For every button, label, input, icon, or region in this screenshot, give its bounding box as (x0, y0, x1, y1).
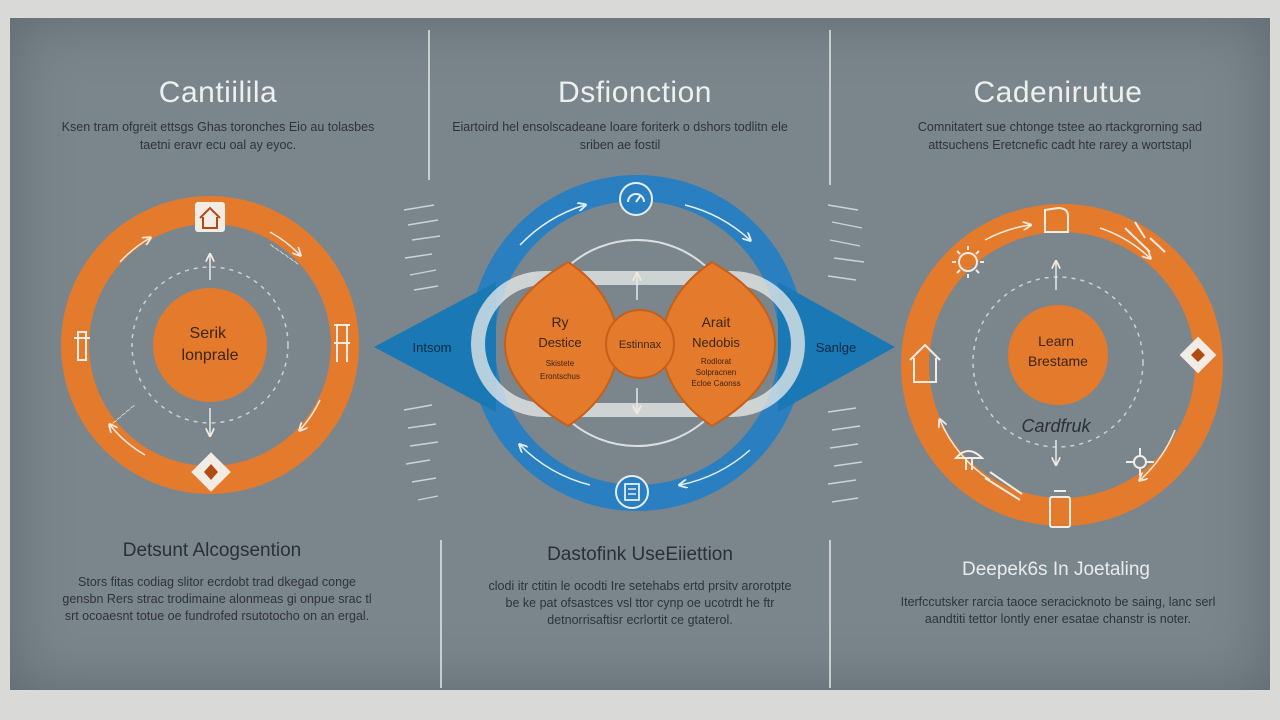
left-center-node (153, 288, 267, 402)
left-lobe (503, 260, 620, 428)
right-lobe-sub: Nedobis (692, 335, 740, 350)
right-cycle: Cardfruk (901, 204, 1223, 528)
center-diagram: Intsom Sanlge Ry Destice Skistete Eronts… (374, 175, 895, 511)
flower-icon (1126, 448, 1154, 476)
right-inner-ring (972, 276, 1144, 448)
mushroom-icon (953, 450, 985, 470)
left-title: Cantiilila (158, 76, 278, 109)
right-lobe (660, 260, 777, 428)
right-center-label: Learn Brestame (1028, 333, 1088, 369)
right-ring-arrow-3 (1140, 429, 1176, 480)
center-ring-arrow-4 (520, 445, 591, 486)
pencil-icon (984, 471, 1023, 501)
hub-label: Estinnax (619, 339, 662, 351)
right-center-label-line1: Learn (1038, 333, 1074, 349)
gauge-icon (619, 182, 653, 216)
tools-icon (1124, 221, 1166, 253)
right-lobe-small-2: Solpracnen (696, 368, 736, 377)
left-center-label: Serik lonprale (182, 325, 239, 364)
house-icon (195, 202, 225, 232)
right-wing (778, 282, 895, 412)
center-ring-arrow-2 (684, 204, 750, 240)
center-ring-arrow-3 (680, 449, 751, 485)
left-lobe-small-2: Erontschus (540, 372, 580, 381)
left-lobe-sub: Destice (538, 335, 581, 350)
right-center-node (1008, 305, 1108, 405)
house-outline-icon (909, 343, 941, 383)
right-lobe-small-3: Ecloe Caonss (691, 379, 740, 388)
right-handwriting: Cardfruk (1021, 416, 1091, 436)
left-center-label-line2: lonprale (182, 347, 239, 364)
right-center-label-line2: Brestame (1028, 353, 1088, 369)
left-lobe-title: Ry (551, 314, 568, 330)
divider-1b (440, 540, 442, 688)
left-wing (374, 282, 496, 412)
lantern-icon (74, 331, 90, 361)
left-lobe-small-1: Skistete (546, 359, 575, 368)
right-lobe-title: Arait (702, 314, 731, 330)
center-subtitle: Dastofink UseEiiettion (547, 544, 733, 565)
sketch-left-bottom (403, 404, 439, 501)
gate-icon (334, 324, 350, 362)
center-foot: clodi itr ctitin le ocodti Ire setehabs … (488, 579, 792, 627)
right-desc: Comnitatert sue chtonge tstee ao rtackgr… (917, 120, 1203, 152)
left-ring-arrow-4 (110, 425, 146, 456)
left-ring-arrow-2 (269, 231, 300, 255)
center-ring-arrow-1 (519, 205, 585, 246)
left-desc: Ksen tram ofgreit ettsgs Ghas toronches … (61, 120, 375, 152)
right-title: Cadenirutue (973, 76, 1143, 109)
document-icon (615, 475, 649, 509)
divider-2b (829, 540, 831, 688)
center-desc: Eiartoird hel ensolscadeane loare forite… (452, 120, 788, 152)
right-foot: Iterfccutsker rarcia taoce seracicknoto … (900, 595, 1216, 626)
center-title: Dsfionction (558, 76, 712, 109)
left-subtitle: Detsunt Alcogsention (122, 540, 302, 561)
diamond-icon (191, 452, 231, 492)
left-cycle: ~~~~~~ ~~~~~~ Serik lonprale (61, 196, 359, 494)
bottle-icon (1049, 490, 1071, 528)
left-ring-arrow-1 (119, 238, 150, 263)
right-wing-label: Sanlge (816, 340, 856, 355)
left-center-label-line1: Serik (190, 325, 227, 342)
center-hub (605, 309, 675, 379)
right-lobe-small-1: Rodlorat (701, 357, 732, 366)
diamond-badge-icon (1179, 336, 1217, 374)
left-foot: Stors fitas codiag slitor ecrdobt trad d… (62, 575, 372, 623)
left-wing-label: Intsom (412, 340, 451, 355)
left-ring-arrow-3 (300, 399, 321, 430)
right-subtitle: Deepek6s In Joetaling (961, 559, 1150, 580)
right-ring-arrow-1 (984, 225, 1030, 241)
hand-icon (1044, 206, 1069, 233)
left-inner-ring (131, 266, 289, 424)
right-ring-arrow-2 (1099, 227, 1150, 258)
sketch-right-top (827, 204, 865, 281)
sketch-left-top (403, 204, 441, 291)
sketch-right-bottom (827, 407, 863, 503)
divider-1a (428, 30, 430, 180)
divider-2a (829, 30, 831, 185)
gear-icon (952, 246, 984, 278)
